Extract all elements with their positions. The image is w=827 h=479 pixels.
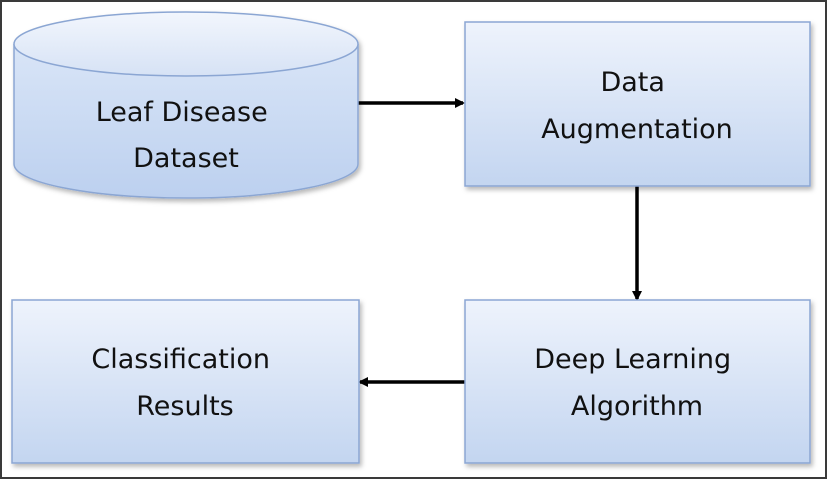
cylinder-top [13, 11, 359, 77]
deep-learning-label: Deep Learning Algorithm [534, 344, 740, 422]
augmentation-label: Data Augmentation [541, 67, 733, 145]
node-classification-results [11, 299, 360, 464]
dataset-label: Leaf Disease Dataset [96, 97, 277, 174]
classification-label-line-2: Results [136, 391, 234, 422]
cylinder-body [13, 44, 359, 199]
edges [358, 98, 642, 387]
dataset-label-line-1: Leaf Disease [96, 97, 268, 128]
deep-learning-label-line-1: Deep Learning [534, 344, 731, 375]
node-deep-learning-algorithm [464, 299, 811, 464]
augmentation-label-line-2: Augmentation [541, 114, 733, 145]
classification-label: Classification Results [91, 344, 278, 422]
augmentation-label-line-1: Data [600, 67, 664, 98]
node-leaf-disease-dataset [13, 11, 359, 199]
deep-learning-label-line-2: Algorithm [571, 391, 703, 422]
classification-label-line-1: Classification [91, 344, 270, 375]
dataset-label-line-2: Dataset [133, 143, 239, 174]
node-data-augmentation [464, 21, 811, 187]
